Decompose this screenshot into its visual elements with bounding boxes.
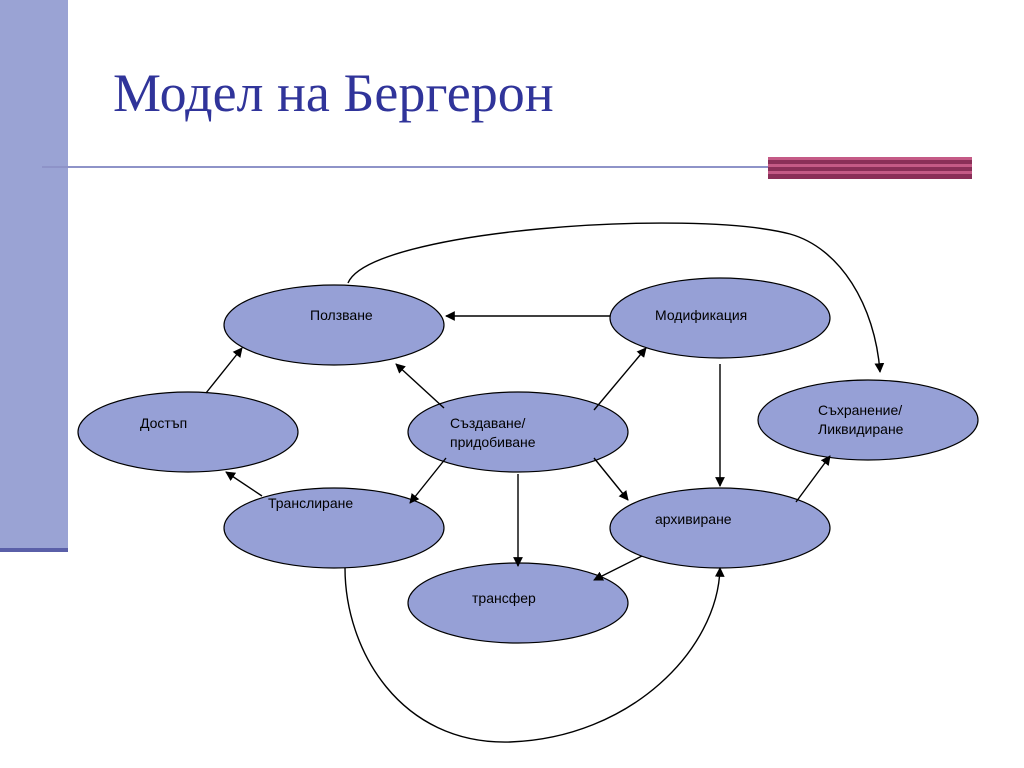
slide-title: Модел на Бергерон — [113, 63, 554, 123]
node-label-translirane: Транслиране — [268, 495, 353, 511]
node-label-modifikaciya: Модификация — [655, 307, 747, 323]
node-shape-translirane — [223, 487, 445, 569]
node-label-arhivirane: архивиране — [655, 511, 732, 527]
node-dostap: Достъп — [77, 391, 299, 473]
node-label-transfer: трансфер — [472, 590, 536, 606]
arrow-sazdavane-to-polzvane — [395, 363, 445, 409]
node-label-sazdavane-1: Създаване/ — [450, 415, 526, 431]
node-label-polzvane: Ползване — [310, 307, 373, 323]
node-shape-sazdavane — [407, 391, 629, 473]
node-shape-sahranenie — [757, 379, 979, 461]
node-label-sahranenie-2: Ликвидиране — [818, 421, 904, 437]
node-polzvane: Ползване — [223, 284, 445, 366]
left-accent-bar — [0, 0, 68, 552]
arrow-dostap-to-polzvane — [205, 347, 243, 394]
node-shape-modifikaciya — [609, 277, 831, 359]
node-transfer: трансфер — [407, 562, 629, 644]
arrow-sazdavane-to-arhivirane — [593, 457, 629, 501]
title-underline-accent — [768, 157, 972, 179]
arrow-arhivirane-to-transfer — [593, 555, 643, 581]
node-shape-dostap — [77, 391, 299, 473]
node-modifikaciya: Модификация — [609, 277, 831, 359]
arrow-translirane-to-dostap — [225, 471, 263, 497]
edges-layer — [205, 222, 885, 743]
arrow-translirane-to-arhivirane — [344, 567, 725, 743]
node-sahranenie: Съхранение/Ликвидиране — [757, 379, 979, 461]
node-arhivirane: архивиране — [609, 487, 831, 569]
node-shape-polzvane — [223, 284, 445, 366]
arrow-sazdavane-to-modifikaciya — [593, 347, 647, 411]
arrow-sazdavane-to-translirane — [409, 457, 447, 504]
node-sazdavane: Създаване/придобиване — [407, 391, 629, 473]
arrow-arhivirane-to-sahranenie — [795, 455, 831, 503]
node-label-sazdavane-2: придобиване — [450, 434, 536, 450]
node-label-dostap: Достъп — [140, 415, 187, 431]
arrow-polzvane-to-sahranenie — [347, 222, 885, 373]
node-translirane: Транслиране — [223, 487, 445, 569]
title-underline — [42, 166, 770, 168]
node-label-sahranenie-1: Съхранение/ — [818, 402, 902, 418]
